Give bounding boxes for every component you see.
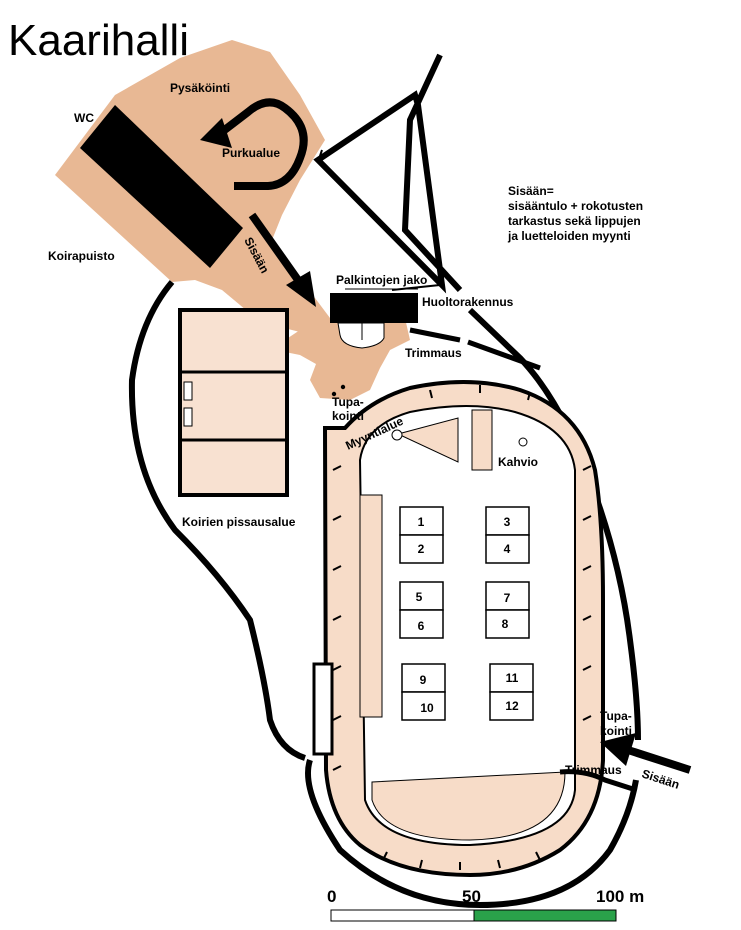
- dog-pens: [178, 308, 289, 497]
- trimmaus-fence-2: [467, 339, 541, 371]
- service-building-label: Huoltorakennus: [422, 295, 514, 309]
- ring-11-label: 11: [506, 671, 519, 685]
- road-wedge: [313, 53, 463, 294]
- benching-label-2: kointi: [332, 409, 364, 423]
- info-line-2: sisääntulo + rokotusten: [508, 199, 643, 213]
- cafe-label: Kahvio: [498, 455, 538, 469]
- right-fence: [467, 307, 641, 741]
- ring-3-label: 3: [504, 515, 511, 529]
- pen-gate-1: [183, 381, 193, 401]
- grooming-bottom-label: Trimmaus: [565, 763, 622, 777]
- map-title: Kaarihalli: [8, 16, 189, 65]
- track-ticks: [332, 385, 592, 870]
- scale-bar-green: [473, 909, 617, 922]
- trimmaus-fence-1: [409, 327, 461, 343]
- entry-arrow-top: [248, 212, 302, 283]
- ring-2-label: 2: [418, 542, 425, 556]
- ring-5-label: 5: [416, 590, 423, 604]
- info-line-3: tarkastus sekä lippujen: [508, 214, 641, 228]
- side-bench: [359, 494, 383, 718]
- entry-arrow-bottom: [626, 746, 692, 774]
- entry-arrow-top-head: [286, 271, 316, 307]
- road-hint: [391, 284, 441, 291]
- ring-9-label: 9: [420, 673, 427, 687]
- entry-arrow-bottom-head: [600, 733, 636, 766]
- road-tick: [317, 149, 323, 163]
- scale-label-100: 100 m: [596, 887, 644, 906]
- scale-label-50: 50: [462, 887, 481, 906]
- ring-4-label: 4: [504, 542, 511, 556]
- parking-label: Pysäköinti: [170, 81, 230, 95]
- unloading-label: Purkualue: [222, 146, 280, 160]
- tupa-dot-1: [331, 391, 337, 397]
- info-line-4: ja luetteloiden myynti: [507, 229, 631, 243]
- tupa-dot-2: [340, 384, 346, 390]
- info-line-1: Sisään=: [508, 184, 554, 198]
- trimmaus-bottom-fence: [559, 769, 637, 793]
- service-building: [330, 293, 418, 323]
- arena-bottom-band: [371, 771, 566, 841]
- parking-area: [55, 40, 345, 332]
- cafe-counter: [471, 409, 493, 471]
- pen-gate-2: [183, 407, 193, 427]
- ring-7-label: 7: [504, 591, 511, 605]
- unload-arrow-head: [200, 118, 232, 148]
- wc-label: WC: [74, 111, 94, 125]
- ring-1-label: 1: [418, 515, 425, 529]
- unload-loop-arrow: [215, 98, 308, 190]
- dog-toilet-label: Koirien pissausalue: [182, 515, 296, 529]
- ring-8-label: 8: [502, 617, 509, 631]
- ring-6-label: 6: [418, 619, 425, 633]
- outer-fence: [128, 280, 307, 761]
- prize-label: Palkintojen jako: [336, 273, 427, 287]
- outer-fence-lower: [305, 759, 639, 909]
- wc-building: [80, 105, 243, 268]
- prize-stand: [337, 322, 385, 349]
- grooming-top-label: Trimmaus: [405, 346, 462, 360]
- ring-10-label: 10: [420, 701, 434, 715]
- ring-12-label: 12: [505, 699, 519, 713]
- sales-stand: [396, 417, 459, 463]
- ring-boxes: [399, 506, 534, 721]
- benching-right-label-2: kointi: [600, 724, 632, 738]
- entry-bottom-label: Sisään: [640, 767, 681, 792]
- cafe-marker: [518, 437, 528, 447]
- benching-right-label-1: Tupa-: [600, 709, 632, 723]
- scale-bar-white: [330, 909, 475, 922]
- storage-box: [312, 662, 334, 756]
- scale-label-0: 0: [327, 887, 336, 906]
- dog-park-label: Koirapuisto: [48, 249, 115, 263]
- benching-label-1: Tupa-: [332, 395, 364, 409]
- sales-stand-marker: [391, 429, 403, 441]
